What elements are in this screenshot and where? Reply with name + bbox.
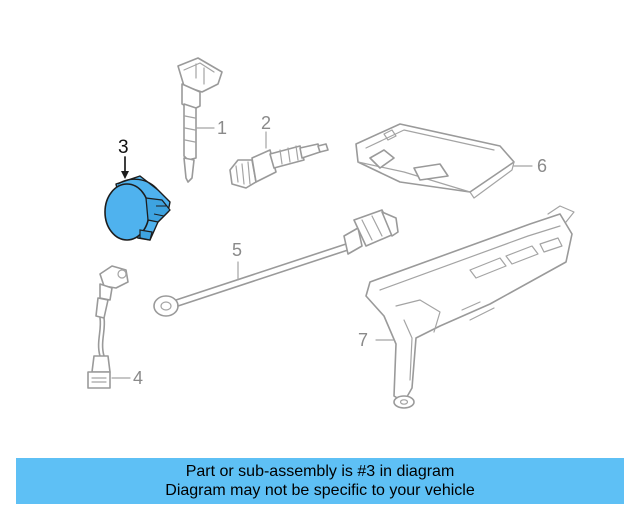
part-7-bracket[interactable] bbox=[365, 205, 575, 409]
callout-2: 2 bbox=[261, 113, 271, 133]
callout-3: 3 bbox=[118, 137, 129, 158]
part-1-ignition-coil[interactable] bbox=[177, 57, 223, 183]
callout-5: 5 bbox=[232, 240, 242, 260]
callout-4: 4 bbox=[133, 368, 143, 388]
banner-line-1: Part or sub-assembly is #3 in diagram bbox=[185, 463, 455, 480]
callout-7: 7 bbox=[358, 330, 368, 350]
disclaimer-banner: Part or sub-assembly is #3 in diagram Di… bbox=[16, 458, 624, 504]
part-5-wire-sensor[interactable] bbox=[153, 209, 399, 317]
banner-line-2: Diagram may not be specific to your vehi… bbox=[165, 482, 475, 499]
part-2-spark-plug[interactable] bbox=[229, 131, 329, 189]
parts-diagram: 1 2 3 4 bbox=[87, 57, 575, 409]
callout-3-arrow bbox=[121, 156, 129, 179]
part-3-knock-sensor[interactable] bbox=[104, 175, 171, 241]
part-4-crankshaft-sensor[interactable] bbox=[87, 265, 131, 389]
callout-1: 1 bbox=[217, 118, 227, 138]
callout-6: 6 bbox=[537, 156, 547, 176]
part-6-control-module[interactable] bbox=[355, 123, 533, 199]
